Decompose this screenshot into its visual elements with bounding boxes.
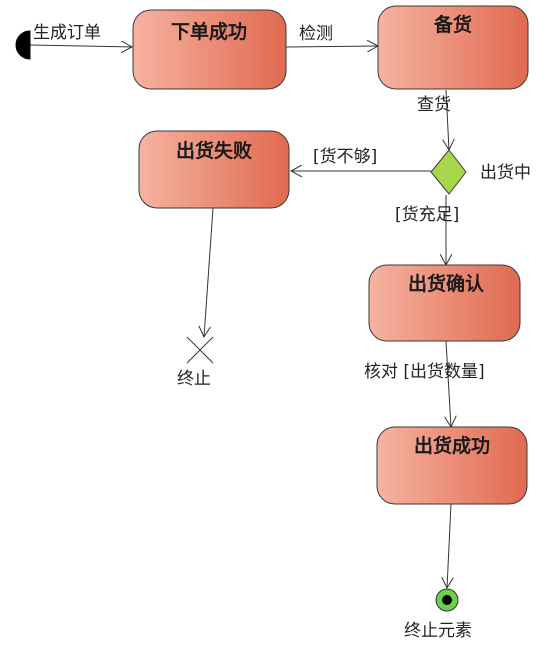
- action-stock-up[interactable]: 备货: [377, 5, 529, 90]
- action-place-order-success[interactable]: 下单成功: [132, 9, 287, 90]
- edge-failed-to-terminate: [204, 207, 214, 337]
- edge-generate-order: [29, 45, 132, 47]
- label-inspect: 检测: [299, 24, 333, 44]
- label-shipping: 出货中: [480, 163, 531, 183]
- action-label: 出货确认: [408, 272, 484, 295]
- action-label: 出货失败: [176, 139, 252, 162]
- decision-node[interactable]: [430, 149, 467, 195]
- edge-inspect: [285, 46, 378, 47]
- edge-verify-quantity: [446, 340, 451, 427]
- action-label: 出货成功: [414, 434, 490, 457]
- label-final-element: 终止元素: [404, 621, 472, 641]
- activity-final-node: [435, 588, 459, 612]
- flow-terminate-node: [186, 336, 214, 364]
- action-shipment-failed[interactable]: 出货失败: [138, 130, 290, 209]
- action-label: 备货: [433, 13, 472, 36]
- edge-check-stock: [446, 89, 449, 150]
- label-verify-quantity: 核对 [出货数量]: [364, 362, 485, 382]
- label-stock-insufficient: [货不够]: [313, 147, 377, 167]
- label-check-stock: 查货: [417, 95, 451, 115]
- initial-node: [15, 30, 31, 60]
- action-shipment-success[interactable]: 出货成功: [376, 426, 528, 505]
- action-label: 下单成功: [171, 20, 247, 43]
- label-stock-sufficient: [货充足]: [395, 205, 459, 225]
- edge-success-to-final: [447, 503, 451, 588]
- label-generate-order: 生成订单: [33, 23, 101, 43]
- label-terminate: 终止: [177, 369, 211, 389]
- action-shipment-confirm[interactable]: 出货确认: [368, 264, 521, 342]
